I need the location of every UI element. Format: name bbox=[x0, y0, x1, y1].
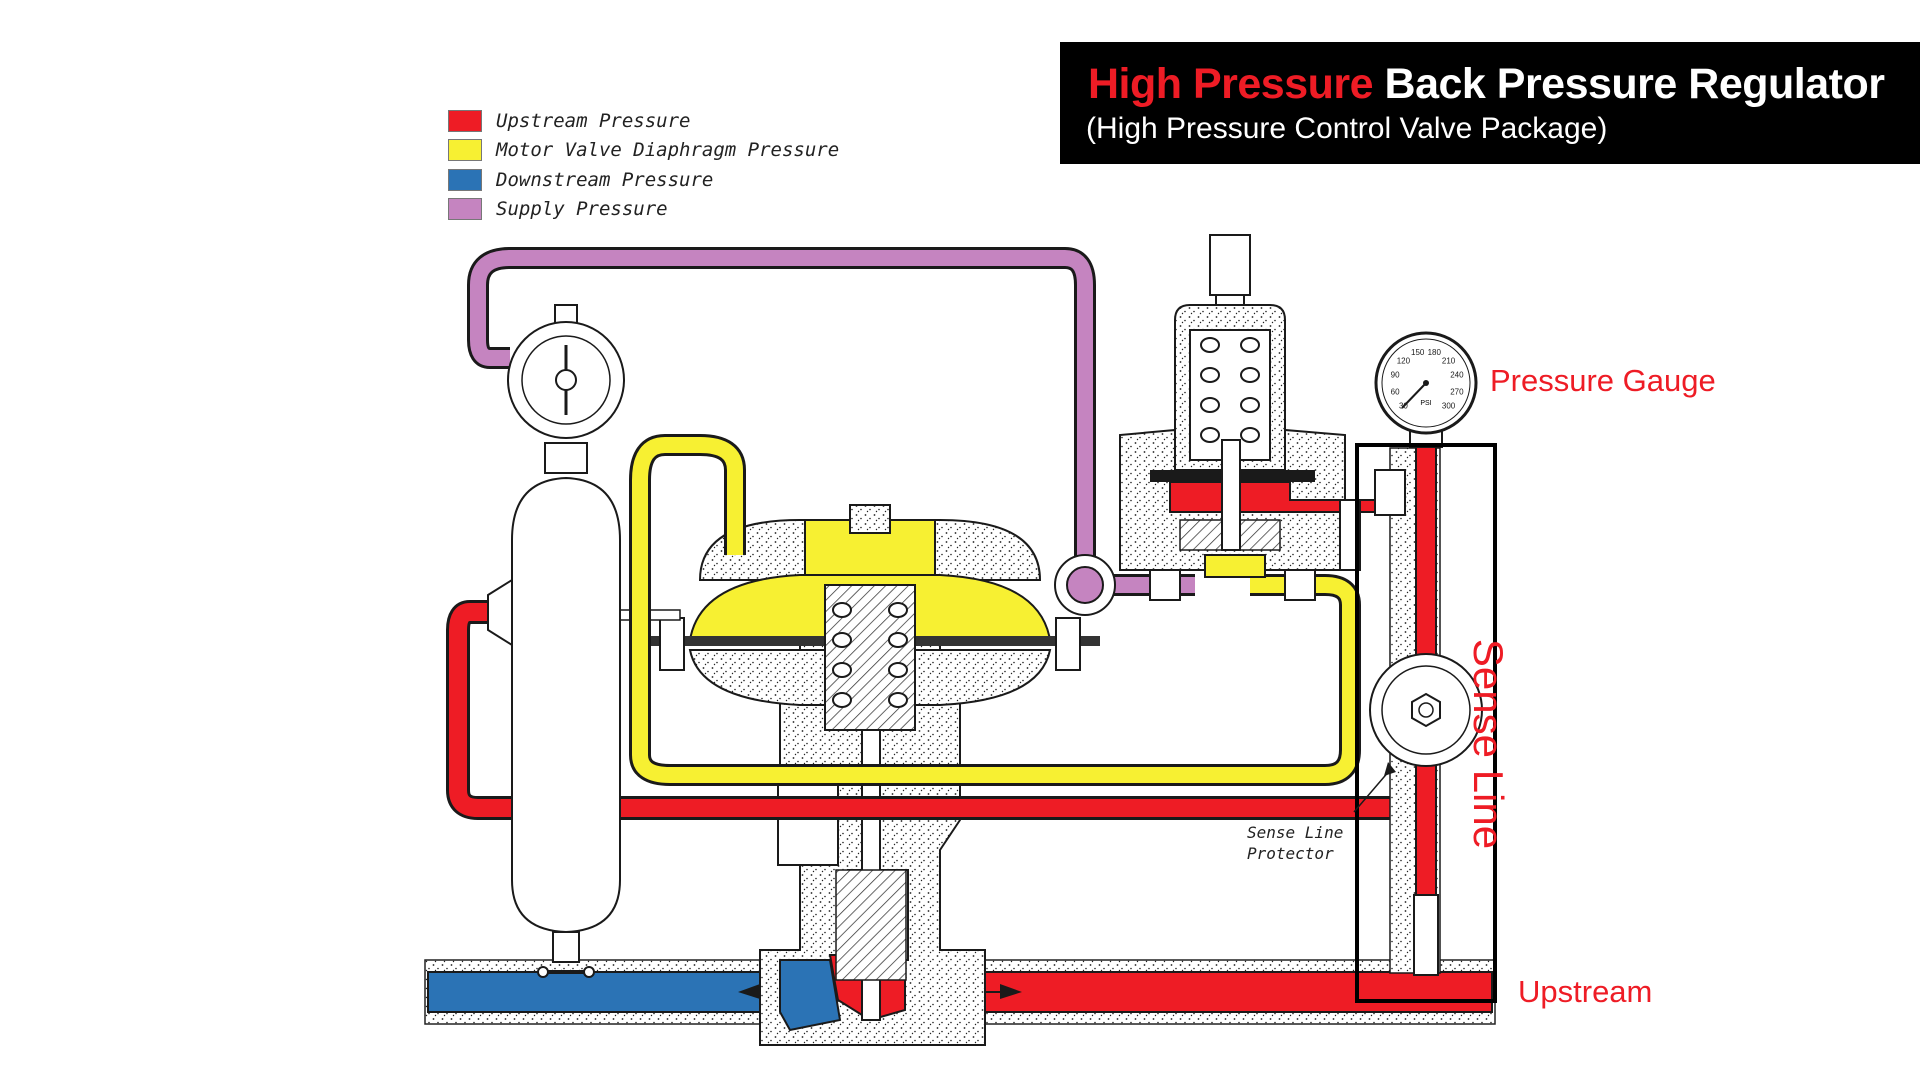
sense-line-protector-label: Sense Line Protector bbox=[1247, 822, 1343, 864]
protector-label-line1: Sense Line bbox=[1247, 823, 1344, 842]
legend-item-diaphragm: Motor Valve Diaphragm Pressure bbox=[448, 136, 839, 166]
legend-label: Upstream Pressure bbox=[496, 109, 691, 132]
gauge-tick-label: 210 bbox=[1442, 356, 1456, 365]
title-main: Back Pressure Regulator bbox=[1384, 60, 1885, 108]
legend-item-supply: Supply Pressure bbox=[448, 195, 839, 225]
legend-swatch bbox=[448, 109, 482, 132]
title-banner: High Pressure Back Pressure Regulator (H… bbox=[1060, 42, 1920, 164]
gauge-tick-label: 180 bbox=[1428, 348, 1442, 357]
pilot-upstream-chamber bbox=[1169, 481, 1401, 513]
pressure-gauge-label: Pressure Gauge bbox=[1490, 363, 1716, 398]
legend-label: Motor Valve Diaphragm Pressure bbox=[496, 139, 840, 162]
legend-label: Downstream Pressure bbox=[496, 168, 714, 191]
gauge-tick-label: 300 bbox=[1442, 402, 1456, 411]
gauge-unit-label: PSI bbox=[1420, 400, 1431, 407]
gauge-tick-label: 30 bbox=[1399, 402, 1408, 411]
volume-tank bbox=[487, 476, 621, 978]
upstream-label: Upstream bbox=[1518, 974, 1653, 1009]
gauge-tick-label: 150 bbox=[1411, 348, 1425, 357]
supply-regulator bbox=[507, 304, 625, 474]
pilot-regulator bbox=[1119, 234, 1401, 601]
legend-swatch bbox=[448, 168, 482, 191]
sense-line-label: Sense Line bbox=[1465, 638, 1512, 850]
valve-downstream-chamber bbox=[779, 959, 842, 1032]
legend-item-upstream: Upstream Pressure bbox=[448, 106, 839, 136]
page-title: High Pressure Back Pressure Regulator bbox=[1088, 60, 1885, 109]
legend-item-downstream: Downstream Pressure bbox=[448, 165, 839, 195]
legend-swatch bbox=[448, 139, 482, 162]
gauge-tick-label: 60 bbox=[1391, 387, 1400, 396]
title-accent: High Pressure bbox=[1088, 60, 1374, 108]
legend-swatch bbox=[448, 198, 482, 221]
legend-label: Supply Pressure bbox=[496, 198, 668, 221]
sense-line-frame bbox=[1355, 443, 1497, 1003]
gauge-tick-label: 270 bbox=[1450, 387, 1464, 396]
page-subtitle: (High Pressure Control Valve Package) bbox=[1086, 112, 1608, 145]
gauge-tick-label: 240 bbox=[1450, 371, 1464, 380]
gauge-tick-label: 120 bbox=[1397, 356, 1411, 365]
protector-label-line2: Protector bbox=[1247, 844, 1334, 863]
gauge-tick-label: 90 bbox=[1391, 371, 1400, 380]
color-legend: Upstream Pressure Motor Valve Diaphragm … bbox=[448, 106, 839, 224]
